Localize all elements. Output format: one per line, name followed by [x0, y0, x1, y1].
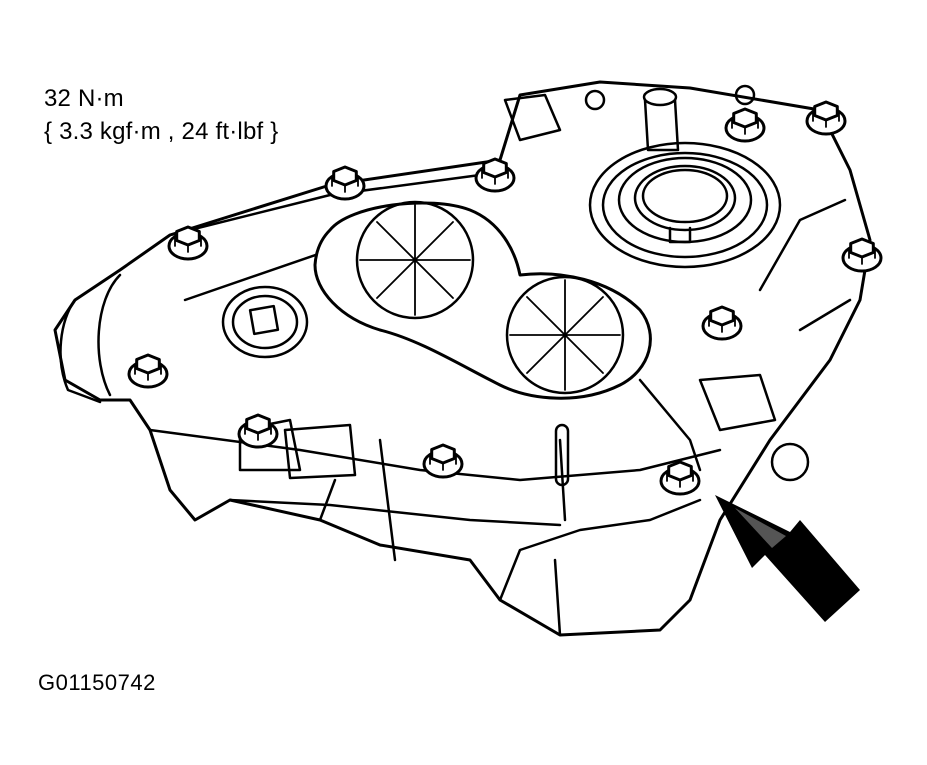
bolt [237, 413, 279, 449]
bolt [422, 443, 464, 479]
bolt [474, 157, 516, 193]
bolt [701, 305, 743, 341]
torque-spec: 32 N·m { 3.3 kgf·m , 24 ft·lbf } [44, 82, 278, 148]
bolt [167, 225, 209, 261]
torque-value-alt-units: { 3.3 kgf·m , 24 ft·lbf } [44, 118, 279, 145]
bolt [127, 353, 169, 389]
ribbed-cover-plate [313, 200, 652, 400]
shift-shaft-port [221, 285, 309, 359]
torque-value-nm: 32 N·m [44, 85, 124, 112]
bolts [127, 100, 883, 496]
bolt [841, 237, 883, 273]
bolt [324, 165, 366, 201]
bolt [805, 100, 847, 136]
figure-id: G01150742 [38, 670, 156, 695]
input-shaft-seal [588, 141, 782, 269]
bolt [724, 107, 766, 143]
pointer-arrow-icon [715, 495, 860, 622]
highlighted-bolt [659, 460, 701, 496]
